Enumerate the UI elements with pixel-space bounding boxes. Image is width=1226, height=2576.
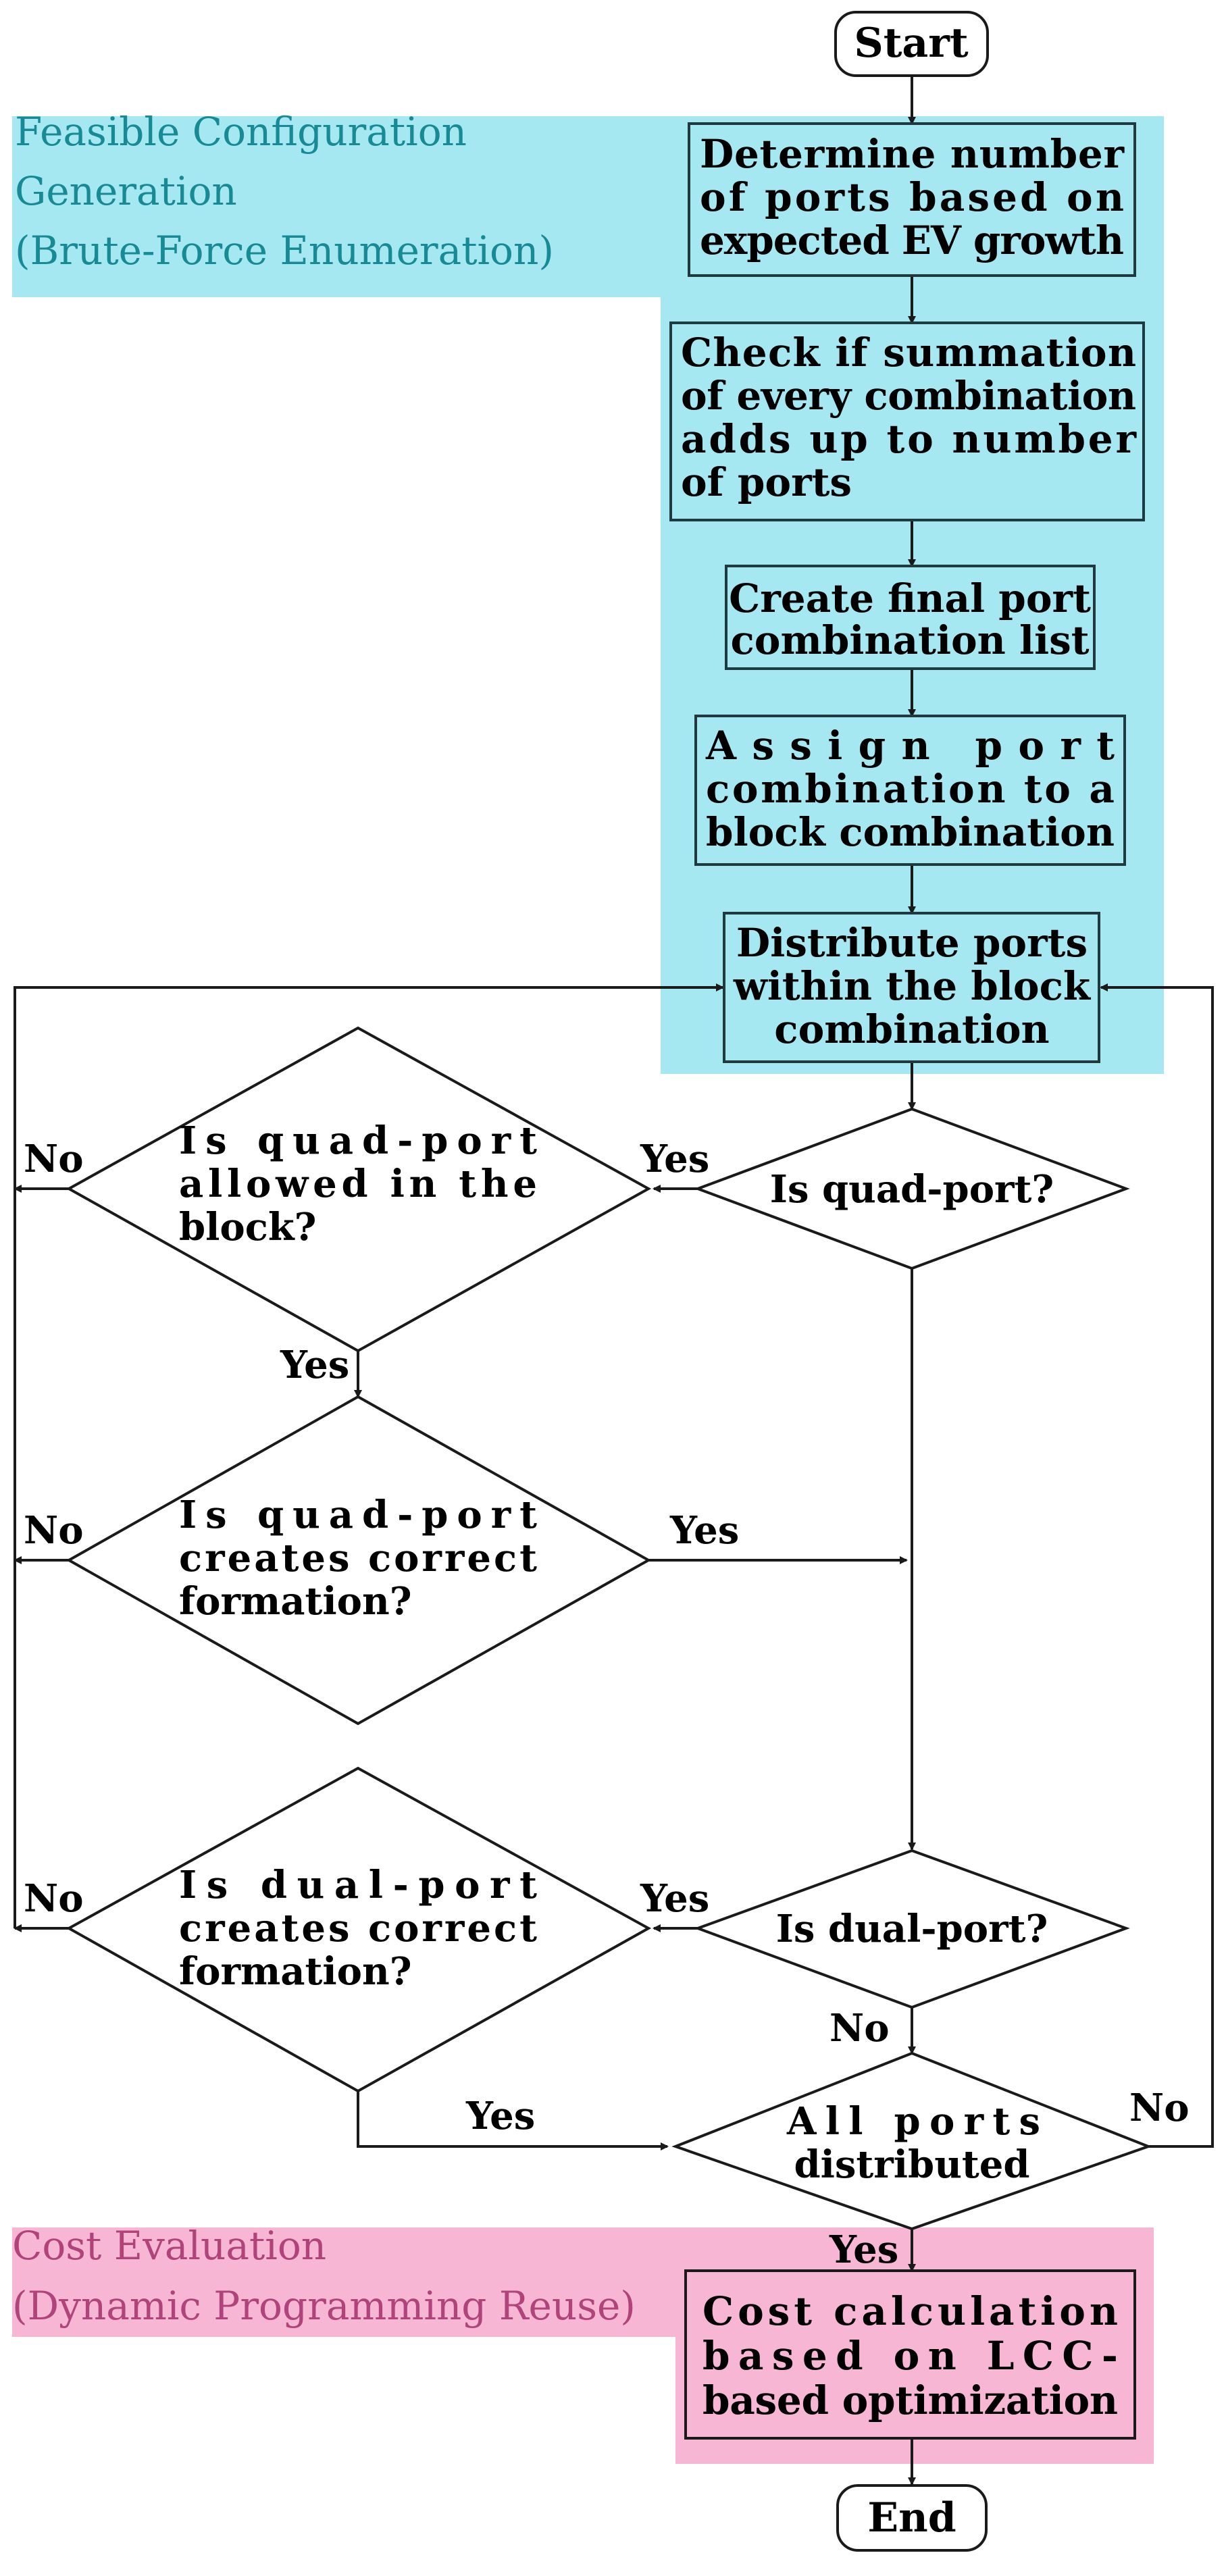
is-quad-port-decision: Is quad-port? xyxy=(694,1107,1130,1270)
dual-formation-line-1: Is dual-port xyxy=(179,1863,537,1907)
edge-label-yes-isdual: Yes xyxy=(640,1876,709,1921)
assign-combination-line-3: block combination xyxy=(706,809,1115,855)
all-distributed-line-1: All ports xyxy=(786,2099,1040,2144)
end-node: End xyxy=(836,2484,988,2552)
cost-calculation-node: Cost calculation based on LCC- based opt… xyxy=(684,2269,1136,2440)
distribute-ports-node: Distribute ports within the block combin… xyxy=(723,912,1100,1063)
quad-allowed-line-3: block? xyxy=(179,1205,317,1250)
assign-combination-box xyxy=(694,715,1126,866)
dual-formation-line-2: creates correct xyxy=(179,1906,537,1951)
edge-label-no-allowed: No xyxy=(24,1137,84,1181)
edge-labels: Yes No Yes No Yes No Yes No Yes No Yes xyxy=(24,1137,1190,2272)
edge-label-no-quadformation: No xyxy=(24,1508,84,1553)
end-terminal xyxy=(836,2484,988,2552)
edge-label-yes-alldistributed: Yes xyxy=(829,2227,898,2272)
create-list-line-1: Create final port xyxy=(729,575,1091,621)
quad-formation-line-3: formation? xyxy=(179,1579,412,1624)
quad-allowed-diamond xyxy=(66,1026,652,1353)
cost-calculation-box xyxy=(684,2269,1136,2440)
dual-formation-decision: Is dual-port creates correct formation? xyxy=(66,1766,652,2093)
edge-label-no-dualformation: No xyxy=(24,1876,84,1921)
determine-ports-line-1: Determine number xyxy=(700,131,1125,177)
cost-region-line-1: Cost Evaluation xyxy=(12,2223,326,2269)
all-distributed-decision: All ports distributed xyxy=(671,2051,1152,2231)
start-terminal xyxy=(834,11,989,77)
edge-label-yes-allowed: Yes xyxy=(280,1343,349,1387)
dual-formation-line-3: formation? xyxy=(179,1949,412,1994)
is-quad-port-label: Is quad-port? xyxy=(770,1167,1054,1212)
create-list-node: Create final port combination list xyxy=(725,565,1096,670)
arrow-alldistributed-no-loop xyxy=(1100,983,1214,2148)
arrow-left-loop-to-distribute xyxy=(14,983,724,1928)
quad-formation-decision: Is quad-port creates correct formation? xyxy=(66,1395,652,1726)
assign-combination-line-2: combination to a xyxy=(706,766,1115,812)
create-list-line-2: combination list xyxy=(730,617,1089,663)
edge-label-yes-quadformation: Yes xyxy=(669,1508,739,1553)
check-summation-line-1: Check if summation xyxy=(681,330,1136,376)
quad-allowed-decision: Is quad-port allowed in the block? xyxy=(66,1026,652,1353)
distribute-ports-line-1: Distribute ports xyxy=(736,920,1088,966)
check-summation-box xyxy=(669,321,1145,521)
cost-calculation-line-1: Cost calculation xyxy=(703,2288,1118,2334)
edge-label-no-alldistributed: No xyxy=(1129,2086,1190,2130)
determine-ports-box xyxy=(688,122,1136,277)
is-quad-port-diamond xyxy=(694,1107,1130,1270)
feasible-region-line-3: (Brute-Force Enumeration) xyxy=(15,228,554,274)
is-dual-port-label: Is dual-port? xyxy=(776,1907,1048,1951)
check-summation-node: Check if summation of every combination … xyxy=(669,321,1145,521)
start-node: Start xyxy=(834,11,989,77)
feasible-region-line-1: Feasible Configuration xyxy=(15,109,467,155)
dual-formation-diamond xyxy=(66,1766,652,2093)
edge-label-yes-dualformation: Yes xyxy=(465,2094,535,2138)
connectors xyxy=(14,76,1214,2485)
determine-ports-line-2: of ports based on xyxy=(700,174,1124,220)
cost-calculation-line-3: based optimization xyxy=(703,2377,1118,2423)
all-distributed-line-2: distributed xyxy=(794,2142,1029,2187)
distribute-ports-line-2: within the block xyxy=(733,963,1092,1009)
feasible-region-line-2: Generation xyxy=(15,168,237,214)
create-list-box xyxy=(725,565,1096,670)
check-summation-line-4: of ports xyxy=(681,459,852,505)
quad-formation-line-2: creates correct xyxy=(179,1536,537,1580)
determine-ports-node: Determine number of ports based on expec… xyxy=(688,122,1136,277)
distribute-ports-box xyxy=(723,912,1100,1063)
check-summation-line-2: of every combination xyxy=(681,373,1136,419)
cost-calculation-line-2: based on LCC- xyxy=(703,2333,1118,2379)
all-distributed-diamond xyxy=(671,2051,1152,2231)
quad-formation-diamond xyxy=(66,1395,652,1726)
distribute-ports-line-3: combination xyxy=(774,1006,1049,1052)
is-dual-port-diamond xyxy=(694,1849,1130,2009)
cost-region-line-2: (Dynamic Programming Reuse) xyxy=(12,2283,636,2329)
cost-evaluation-region: Cost Evaluation (Dynamic Programming Reu… xyxy=(12,2223,1154,2464)
edge-label-yes-isquad: Yes xyxy=(640,1137,709,1181)
edge-label-no-isdual: No xyxy=(829,2006,890,2051)
arrow-dualformation-yes-to-alldistributed xyxy=(357,2091,669,2150)
check-summation-line-3: adds up to number xyxy=(681,416,1137,462)
assign-combination-node: Assign port combination to a block combi… xyxy=(694,715,1126,866)
determine-ports-line-3: expected EV growth xyxy=(700,217,1124,263)
end-label: End xyxy=(867,2494,956,2542)
is-dual-port-decision: Is dual-port? xyxy=(694,1849,1130,2009)
start-label: Start xyxy=(854,20,969,67)
quad-allowed-line-2: allowed in the xyxy=(179,1162,537,1206)
